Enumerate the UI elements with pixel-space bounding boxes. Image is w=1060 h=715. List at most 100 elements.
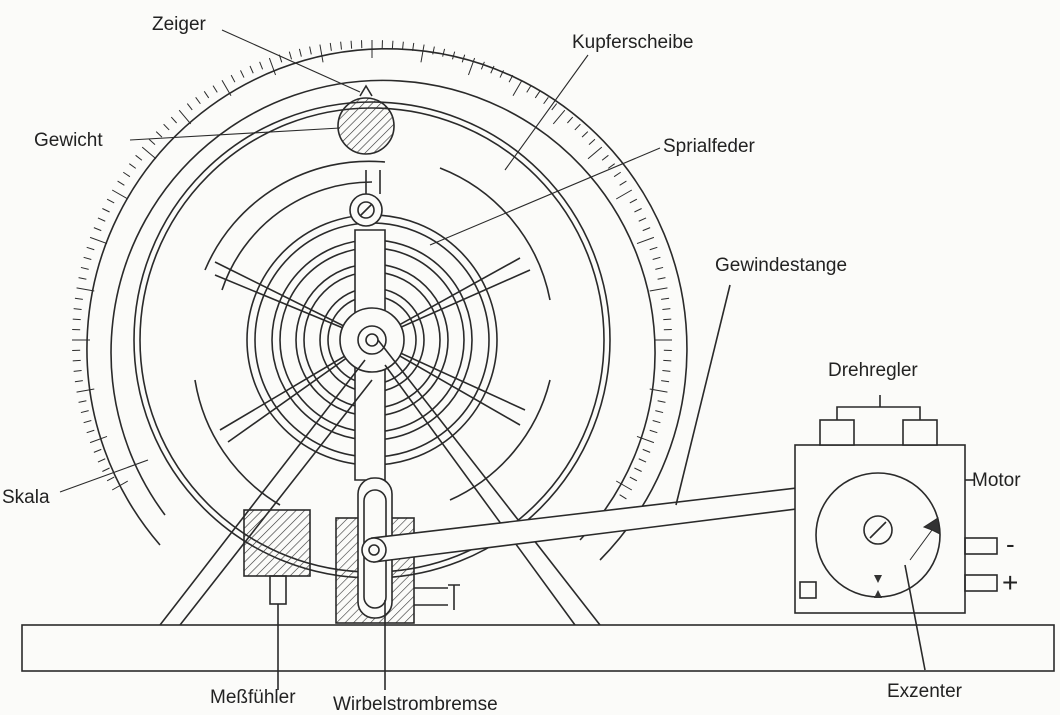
scale-tick [534, 91, 541, 99]
scale-tick [106, 476, 115, 482]
scale-tick [391, 40, 394, 49]
scale-tick [135, 154, 143, 161]
scale-tick [86, 429, 95, 434]
scale-tick [661, 380, 670, 383]
scale-tick [508, 74, 514, 83]
scale-tick [663, 359, 672, 362]
scale-tick [420, 44, 425, 63]
scale-tick [163, 123, 170, 131]
scale-tick [652, 256, 661, 260]
scale-tick [80, 266, 89, 270]
scale-tick [619, 494, 627, 500]
scale-tick [638, 458, 647, 463]
scale-tick [97, 458, 106, 463]
scale-tick [340, 41, 342, 50]
scale-tick [551, 103, 558, 111]
scale-tick [442, 48, 446, 57]
scale-tick [83, 420, 92, 424]
scale-tick [93, 227, 102, 232]
label-gewicht: Gewicht [34, 130, 103, 151]
scale-tick [73, 370, 82, 372]
scale-tick [601, 154, 609, 161]
leader-lines [59, 29, 661, 493]
scale-tick [657, 277, 666, 280]
scale-tick [76, 388, 95, 393]
scale-tick [461, 54, 466, 63]
scale-tick [111, 189, 129, 200]
scale-tick [80, 410, 89, 414]
scale-tick [629, 476, 638, 482]
scale-tick [574, 123, 581, 131]
scale-tick [268, 57, 277, 76]
scale-tick [662, 370, 671, 372]
scale-tick [74, 380, 83, 383]
scale-tick [288, 51, 292, 60]
scale-tick [249, 65, 254, 74]
scale-tick [106, 198, 115, 204]
scale-tick [155, 131, 163, 138]
label-kupferscheibe: Kupferscheibe [572, 32, 693, 53]
scale-tick [350, 40, 353, 49]
label-skala: Skala [2, 487, 50, 508]
scale-tick [102, 208, 110, 213]
scale-tick [649, 388, 668, 393]
scale-tick [642, 448, 651, 453]
scale-tick [661, 297, 670, 300]
label-wirbelstrombremse: Wirbelstrombremse [333, 694, 498, 715]
sensor [243, 509, 311, 690]
scale-tick [543, 97, 549, 105]
scale-tick [655, 266, 664, 270]
scale-tick [432, 46, 435, 55]
scale-tick [89, 435, 108, 444]
scale-tick [402, 41, 404, 50]
label-gewindestange: Gewindestange [715, 255, 847, 276]
scale-tick [663, 318, 672, 321]
top-screw [349, 170, 383, 227]
scale-tick [93, 448, 102, 453]
eddy-current-brake [335, 477, 460, 690]
scale-tick [607, 163, 615, 169]
scale-tick [170, 116, 177, 124]
scale-tick [178, 109, 192, 125]
scale-tick [652, 420, 661, 424]
scale-tick [662, 308, 671, 310]
scale-tick [319, 44, 324, 63]
scale-tick [195, 97, 201, 105]
label-sprialfeder: Sprialfeder [663, 136, 756, 157]
scale-tick [240, 70, 245, 78]
scale-tick [73, 308, 82, 310]
scale-tick [412, 42, 415, 51]
scale-tick [567, 116, 574, 124]
scale-tick [221, 79, 232, 97]
scale-tick [629, 198, 638, 204]
scale-tick [78, 277, 87, 280]
scale-tick [613, 171, 621, 178]
scale-tick [587, 146, 603, 160]
scale-ring [72, 40, 688, 561]
scale-tick [649, 246, 658, 251]
pendulum-rod [339, 229, 405, 481]
scale-tick [74, 297, 83, 300]
scale-tick [141, 146, 157, 160]
scale-tick [72, 318, 81, 321]
scale-tick [636, 435, 655, 444]
scale-tick [111, 480, 129, 491]
scale-tick [615, 480, 633, 491]
scale-tick [642, 227, 651, 232]
scale-tick [649, 429, 658, 434]
scale-tick [117, 180, 125, 186]
scale-tick [636, 236, 655, 245]
scale-tick [230, 74, 236, 83]
scale-ticks [72, 40, 672, 500]
scale-tick [649, 287, 668, 292]
scale-tick [552, 109, 566, 125]
scale-tick [86, 246, 95, 251]
scale-tick [76, 287, 95, 292]
scale-tick [78, 400, 87, 403]
label-zeiger: Zeiger [152, 14, 207, 35]
scale-tick [638, 217, 647, 222]
scale-tick [588, 138, 596, 145]
scale-tick [129, 163, 137, 169]
scale-tick [480, 61, 485, 70]
